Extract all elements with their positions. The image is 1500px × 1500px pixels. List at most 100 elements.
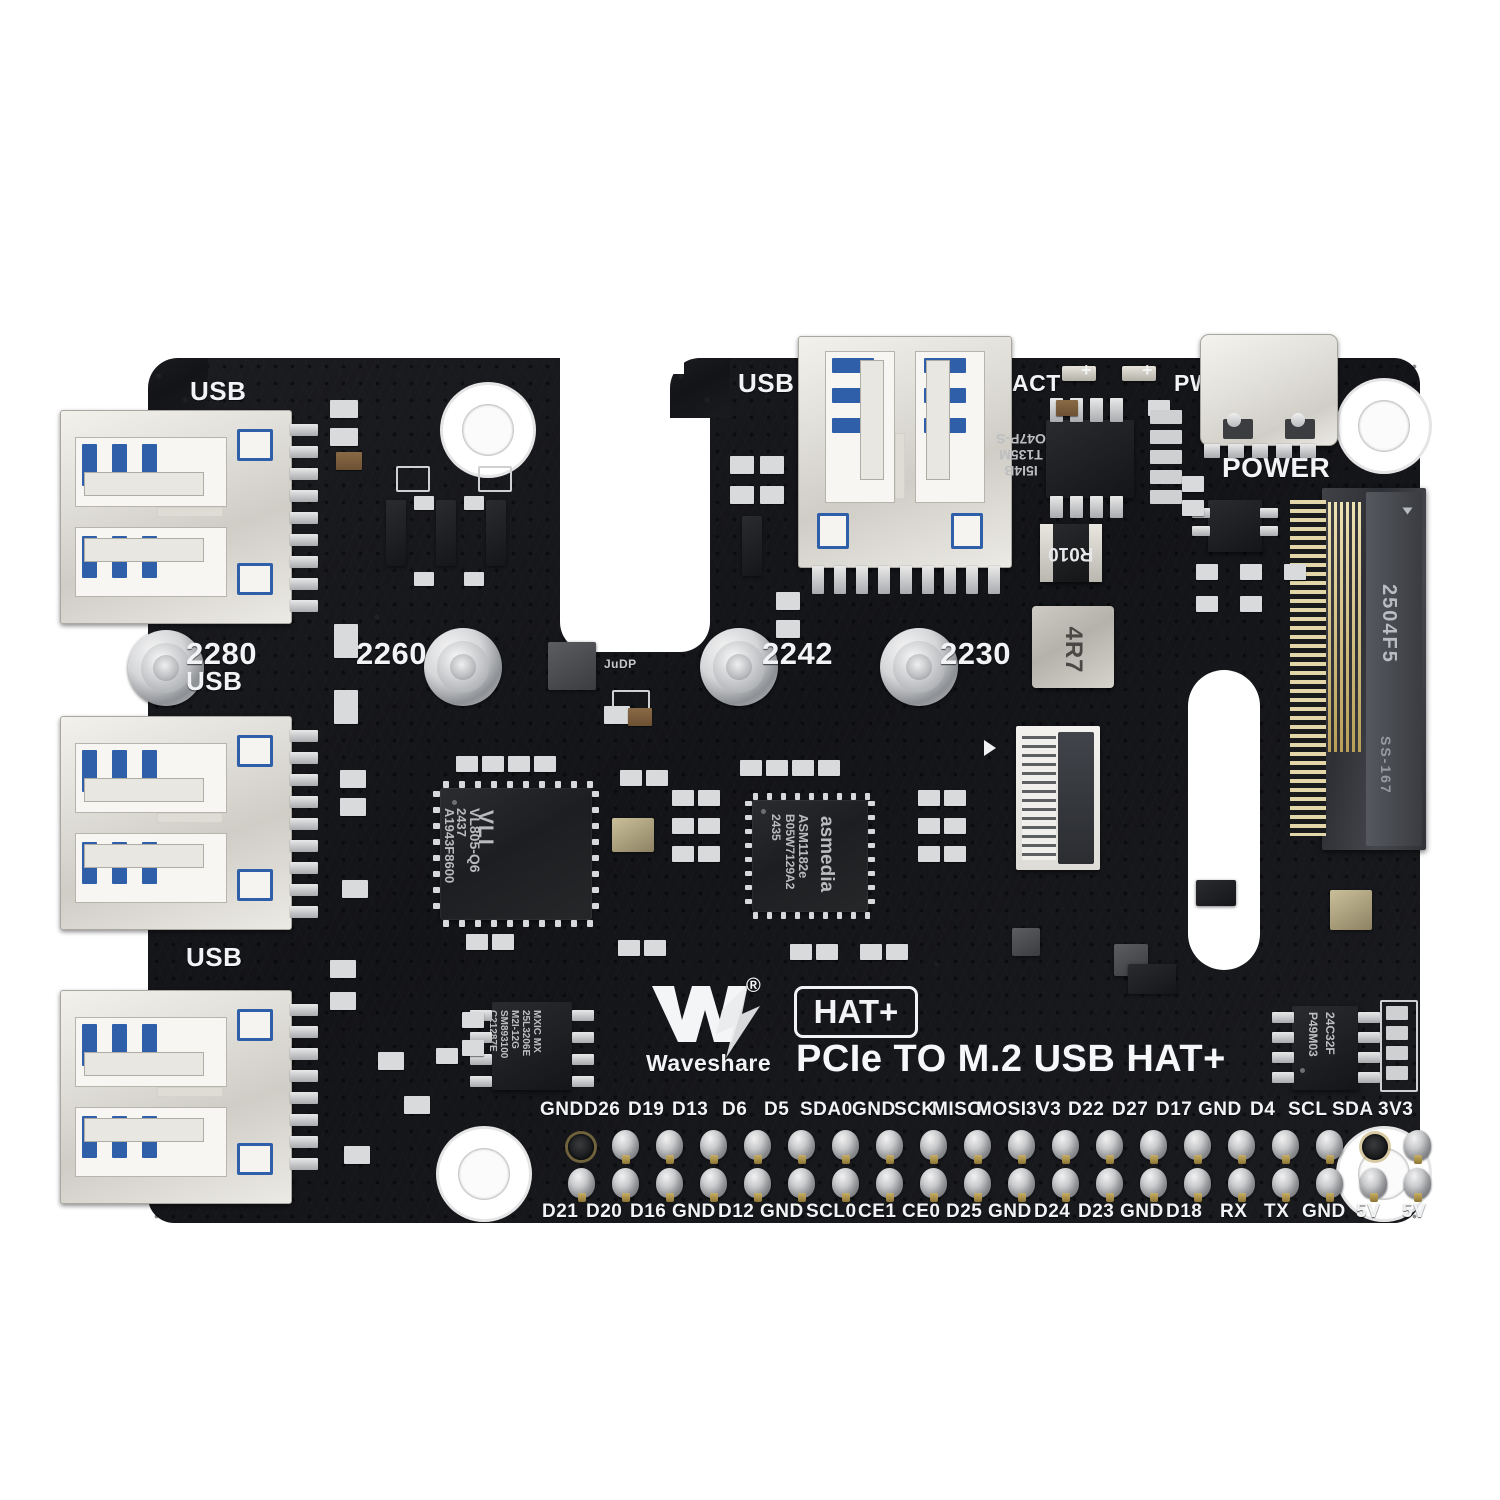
gpio-pin-top-20[interactable] bbox=[1404, 1130, 1431, 1164]
gpio-pin-top-1[interactable] bbox=[568, 1134, 594, 1160]
gpio-pin-top-11[interactable] bbox=[1008, 1130, 1035, 1164]
gpio-pin-top-19[interactable] bbox=[1362, 1134, 1388, 1160]
gpio-pin-bottom-14[interactable] bbox=[1140, 1168, 1167, 1202]
gpio-top-label-8: SCK bbox=[894, 1099, 936, 1120]
gpio-pin-bottom-16[interactable] bbox=[1228, 1168, 1255, 1202]
gpio-pin-top-17[interactable] bbox=[1272, 1130, 1299, 1164]
gpio-pin-bottom-7[interactable] bbox=[832, 1168, 859, 1202]
gpio-top-label-18: SDA bbox=[1332, 1099, 1374, 1120]
usb-a-port-4[interactable] bbox=[798, 336, 1012, 568]
gpio-bottom-label-13: GND bbox=[1120, 1201, 1164, 1222]
sense-resistor-value: R010 bbox=[1048, 543, 1094, 564]
gpio-bottom-label-9: D25 bbox=[946, 1201, 983, 1222]
gpio-top-label-14: D17 bbox=[1156, 1099, 1193, 1120]
flash-line4: SM893100 bbox=[498, 1010, 509, 1059]
gpio-pin-bottom-20[interactable] bbox=[1404, 1168, 1431, 1202]
sense-resistor: R010 bbox=[1040, 524, 1102, 582]
gpio-pin-bottom-9[interactable] bbox=[920, 1168, 947, 1202]
gpio-pin-top-15[interactable] bbox=[1184, 1130, 1211, 1164]
gpio-top-label-9: MISO bbox=[932, 1099, 983, 1120]
pcie-switch-line2: B05W7129A2 bbox=[783, 814, 797, 890]
gpio-pin-top-7[interactable] bbox=[832, 1130, 859, 1164]
led-act bbox=[1062, 366, 1096, 381]
mounting-hole-bottom-left bbox=[436, 1126, 532, 1222]
gpio-pin-top-14[interactable] bbox=[1140, 1130, 1167, 1164]
pcie-switch-ic: asmedia ASM1182e B05W7129A2 2435 bbox=[745, 793, 875, 919]
fpc-connector[interactable] bbox=[1016, 726, 1100, 870]
led-pwr bbox=[1122, 366, 1156, 381]
gpio-top-label-0: GND bbox=[540, 1099, 584, 1120]
fpc-orientation-arrow-icon bbox=[984, 740, 996, 756]
m2-orientation-marker bbox=[1402, 507, 1413, 515]
gpio-pin-bottom-10[interactable] bbox=[964, 1168, 991, 1202]
inductor-small-2 bbox=[1012, 928, 1040, 956]
gpio-pin-bottom-5[interactable] bbox=[744, 1168, 771, 1202]
usb-a-port-3[interactable] bbox=[60, 990, 292, 1204]
brand-name: Waveshare bbox=[646, 1050, 772, 1076]
gpio-bottom-label-5: GND bbox=[760, 1201, 804, 1222]
gpio-top-label-12: D22 bbox=[1068, 1099, 1105, 1120]
gpio-top-label-16: D4 bbox=[1250, 1099, 1276, 1120]
gpio-pin-bottom-19[interactable] bbox=[1360, 1168, 1387, 1202]
flash-line3: M2I-12G bbox=[509, 1010, 520, 1049]
corner-round-tl bbox=[148, 358, 208, 418]
power-ic-line1: I5I4B bbox=[1004, 463, 1038, 479]
gpio-pin-bottom-8[interactable] bbox=[876, 1168, 903, 1202]
gpio-pin-bottom-3[interactable] bbox=[656, 1168, 683, 1202]
gpio-pin-top-4[interactable] bbox=[700, 1130, 727, 1164]
gpio-pin-top-3[interactable] bbox=[656, 1130, 683, 1164]
gpio-top-label-1: D26 bbox=[584, 1099, 621, 1120]
gpio-pin-bottom-2[interactable] bbox=[612, 1168, 639, 1202]
gpio-top-label-5: D5 bbox=[764, 1099, 790, 1120]
standoff-2230 bbox=[880, 628, 958, 706]
gpio-top-label-4: D6 bbox=[722, 1099, 748, 1120]
hat-plus-badge: HAT+ bbox=[794, 986, 918, 1038]
power-management-ic: I5I4B T135M O47P-S bbox=[996, 420, 1134, 498]
gpio-pin-top-12[interactable] bbox=[1052, 1130, 1079, 1164]
pcie-switch-line1: ASM1182e bbox=[796, 814, 811, 879]
crystal-smd bbox=[612, 818, 654, 852]
gpio-pin-top-13[interactable] bbox=[1096, 1130, 1123, 1164]
m2-gold-fingers bbox=[1290, 500, 1326, 836]
gpio-pin-top-2[interactable] bbox=[612, 1130, 639, 1164]
m2-key-m-socket[interactable]: 2504F5 SS-167 bbox=[1322, 488, 1426, 850]
eeprom-ic: 24C32F P49M03 bbox=[1292, 1006, 1358, 1090]
gpio-pin-top-10[interactable] bbox=[964, 1130, 991, 1164]
gpio-pin-bottom-12[interactable] bbox=[1052, 1168, 1079, 1202]
silk-label-act: ACT bbox=[1012, 370, 1061, 396]
usb-a-port-2[interactable] bbox=[60, 716, 292, 930]
gpio-bottom-label-1: D20 bbox=[586, 1201, 623, 1222]
gpio-pin-bottom-11[interactable] bbox=[1008, 1168, 1035, 1202]
power-ic-line2: T135M bbox=[999, 447, 1043, 463]
gpio-pin-top-8[interactable] bbox=[876, 1130, 903, 1164]
silk-plus-act: + bbox=[1081, 360, 1092, 380]
gpio-pin-bottom-6[interactable] bbox=[788, 1168, 815, 1202]
gpio-bottom-label-6: SCL0 bbox=[806, 1201, 857, 1222]
regulator-sot23 bbox=[1128, 964, 1176, 994]
gpio-top-label-13: D27 bbox=[1112, 1099, 1149, 1120]
gpio-top-label-6: SDA0 bbox=[800, 1099, 853, 1120]
gpio-pin-bottom-1[interactable] bbox=[568, 1168, 595, 1202]
gpio-pin-top-9[interactable] bbox=[920, 1130, 947, 1164]
gpio-top-label-11: 3V3 bbox=[1026, 1099, 1062, 1120]
gpio-pin-bottom-17[interactable] bbox=[1272, 1168, 1299, 1202]
gpio-pin-top-6[interactable] bbox=[788, 1130, 815, 1164]
power-inductor: 4R7 bbox=[1032, 606, 1114, 688]
gpio-bottom-label-11: D24 bbox=[1034, 1201, 1071, 1222]
gpio-pin-top-18[interactable] bbox=[1316, 1130, 1343, 1164]
gpio-pin-bottom-15[interactable] bbox=[1184, 1168, 1211, 1202]
gpio-pin-bottom-13[interactable] bbox=[1096, 1168, 1123, 1202]
gpio-pin-top-5[interactable] bbox=[744, 1130, 771, 1164]
silk-label-usb-left-mid: USB bbox=[186, 666, 243, 696]
usb-a-port-1[interactable] bbox=[60, 410, 292, 624]
gpio-pin-bottom-4[interactable] bbox=[700, 1168, 727, 1202]
gpio-pin-top-16[interactable] bbox=[1228, 1130, 1255, 1164]
gpio-bottom-label-15: RX bbox=[1220, 1201, 1248, 1222]
gpio-pin-bottom-18[interactable] bbox=[1316, 1168, 1343, 1202]
usb-c-power-port[interactable] bbox=[1200, 334, 1338, 446]
gpio-bottom-label-4: D12 bbox=[718, 1201, 755, 1222]
standoff-2280 bbox=[128, 630, 204, 706]
standoff-2242 bbox=[700, 628, 778, 706]
gpio-top-label-17: SCL bbox=[1288, 1099, 1328, 1120]
logic-ic-small bbox=[1196, 880, 1236, 906]
